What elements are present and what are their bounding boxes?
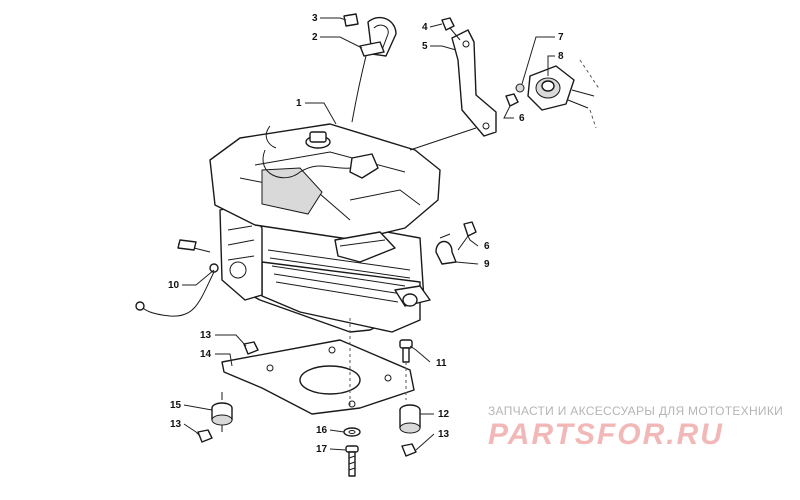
nut-6-upper <box>505 93 519 107</box>
callout-16: 16 <box>316 425 328 436</box>
switch-assembly <box>527 59 601 129</box>
mounting-bracket <box>409 29 497 151</box>
callout-17: 17 <box>316 444 328 455</box>
callout-13-right: 13 <box>438 429 450 440</box>
watermark-tagline: ЗАПЧАСТИ И АКСЕССУАРЫ ДЛЯ МОТОТЕХНИКИ <box>488 404 784 418</box>
nut-13-right <box>401 443 417 457</box>
callout-5: 5 <box>422 41 428 52</box>
bolt-11 <box>399 339 413 400</box>
callout-14: 14 <box>200 349 212 360</box>
callout-11: 11 <box>436 358 447 369</box>
rubber-mount-15 <box>211 392 233 432</box>
engine-mount-plate <box>221 318 415 415</box>
nut-13-left <box>197 429 213 443</box>
callout-13-top: 13 <box>200 330 212 341</box>
callout-12: 12 <box>438 409 450 420</box>
callout-4: 4 <box>422 22 428 33</box>
callout-15: 15 <box>170 400 182 411</box>
bolt-4 <box>441 17 461 41</box>
ground-wire <box>135 263 219 317</box>
callout-9: 9 <box>484 259 490 270</box>
washer-16 <box>343 427 361 437</box>
callout-3: 3 <box>312 13 318 24</box>
watermark-logo: PARTSFOR.RU <box>488 418 724 451</box>
callout-13-left: 13 <box>170 419 182 430</box>
callout-8: 8 <box>558 51 564 62</box>
callout-2: 2 <box>312 32 318 43</box>
callout-1: 1 <box>296 98 302 109</box>
callout-6-upper: 6 <box>519 113 525 124</box>
screw-6-clamp <box>457 221 477 251</box>
nut-7 <box>515 83 525 93</box>
engine-assembly <box>177 123 441 333</box>
cable-clamp <box>435 233 457 265</box>
callout-6-lower: 6 <box>484 241 490 252</box>
callout-10: 10 <box>168 280 180 291</box>
nut-13-top <box>243 341 259 355</box>
handle-clip <box>343 13 359 27</box>
leader-lines <box>182 17 555 451</box>
bolt-17 <box>345 445 359 477</box>
throttle-handle <box>351 16 397 123</box>
callout-7: 7 <box>558 32 564 43</box>
callout-labels: 1 2 3 4 5 6 6 7 8 9 10 11 12 13 13 14 15… <box>168 13 564 455</box>
rubber-mount-12 <box>399 404 421 434</box>
